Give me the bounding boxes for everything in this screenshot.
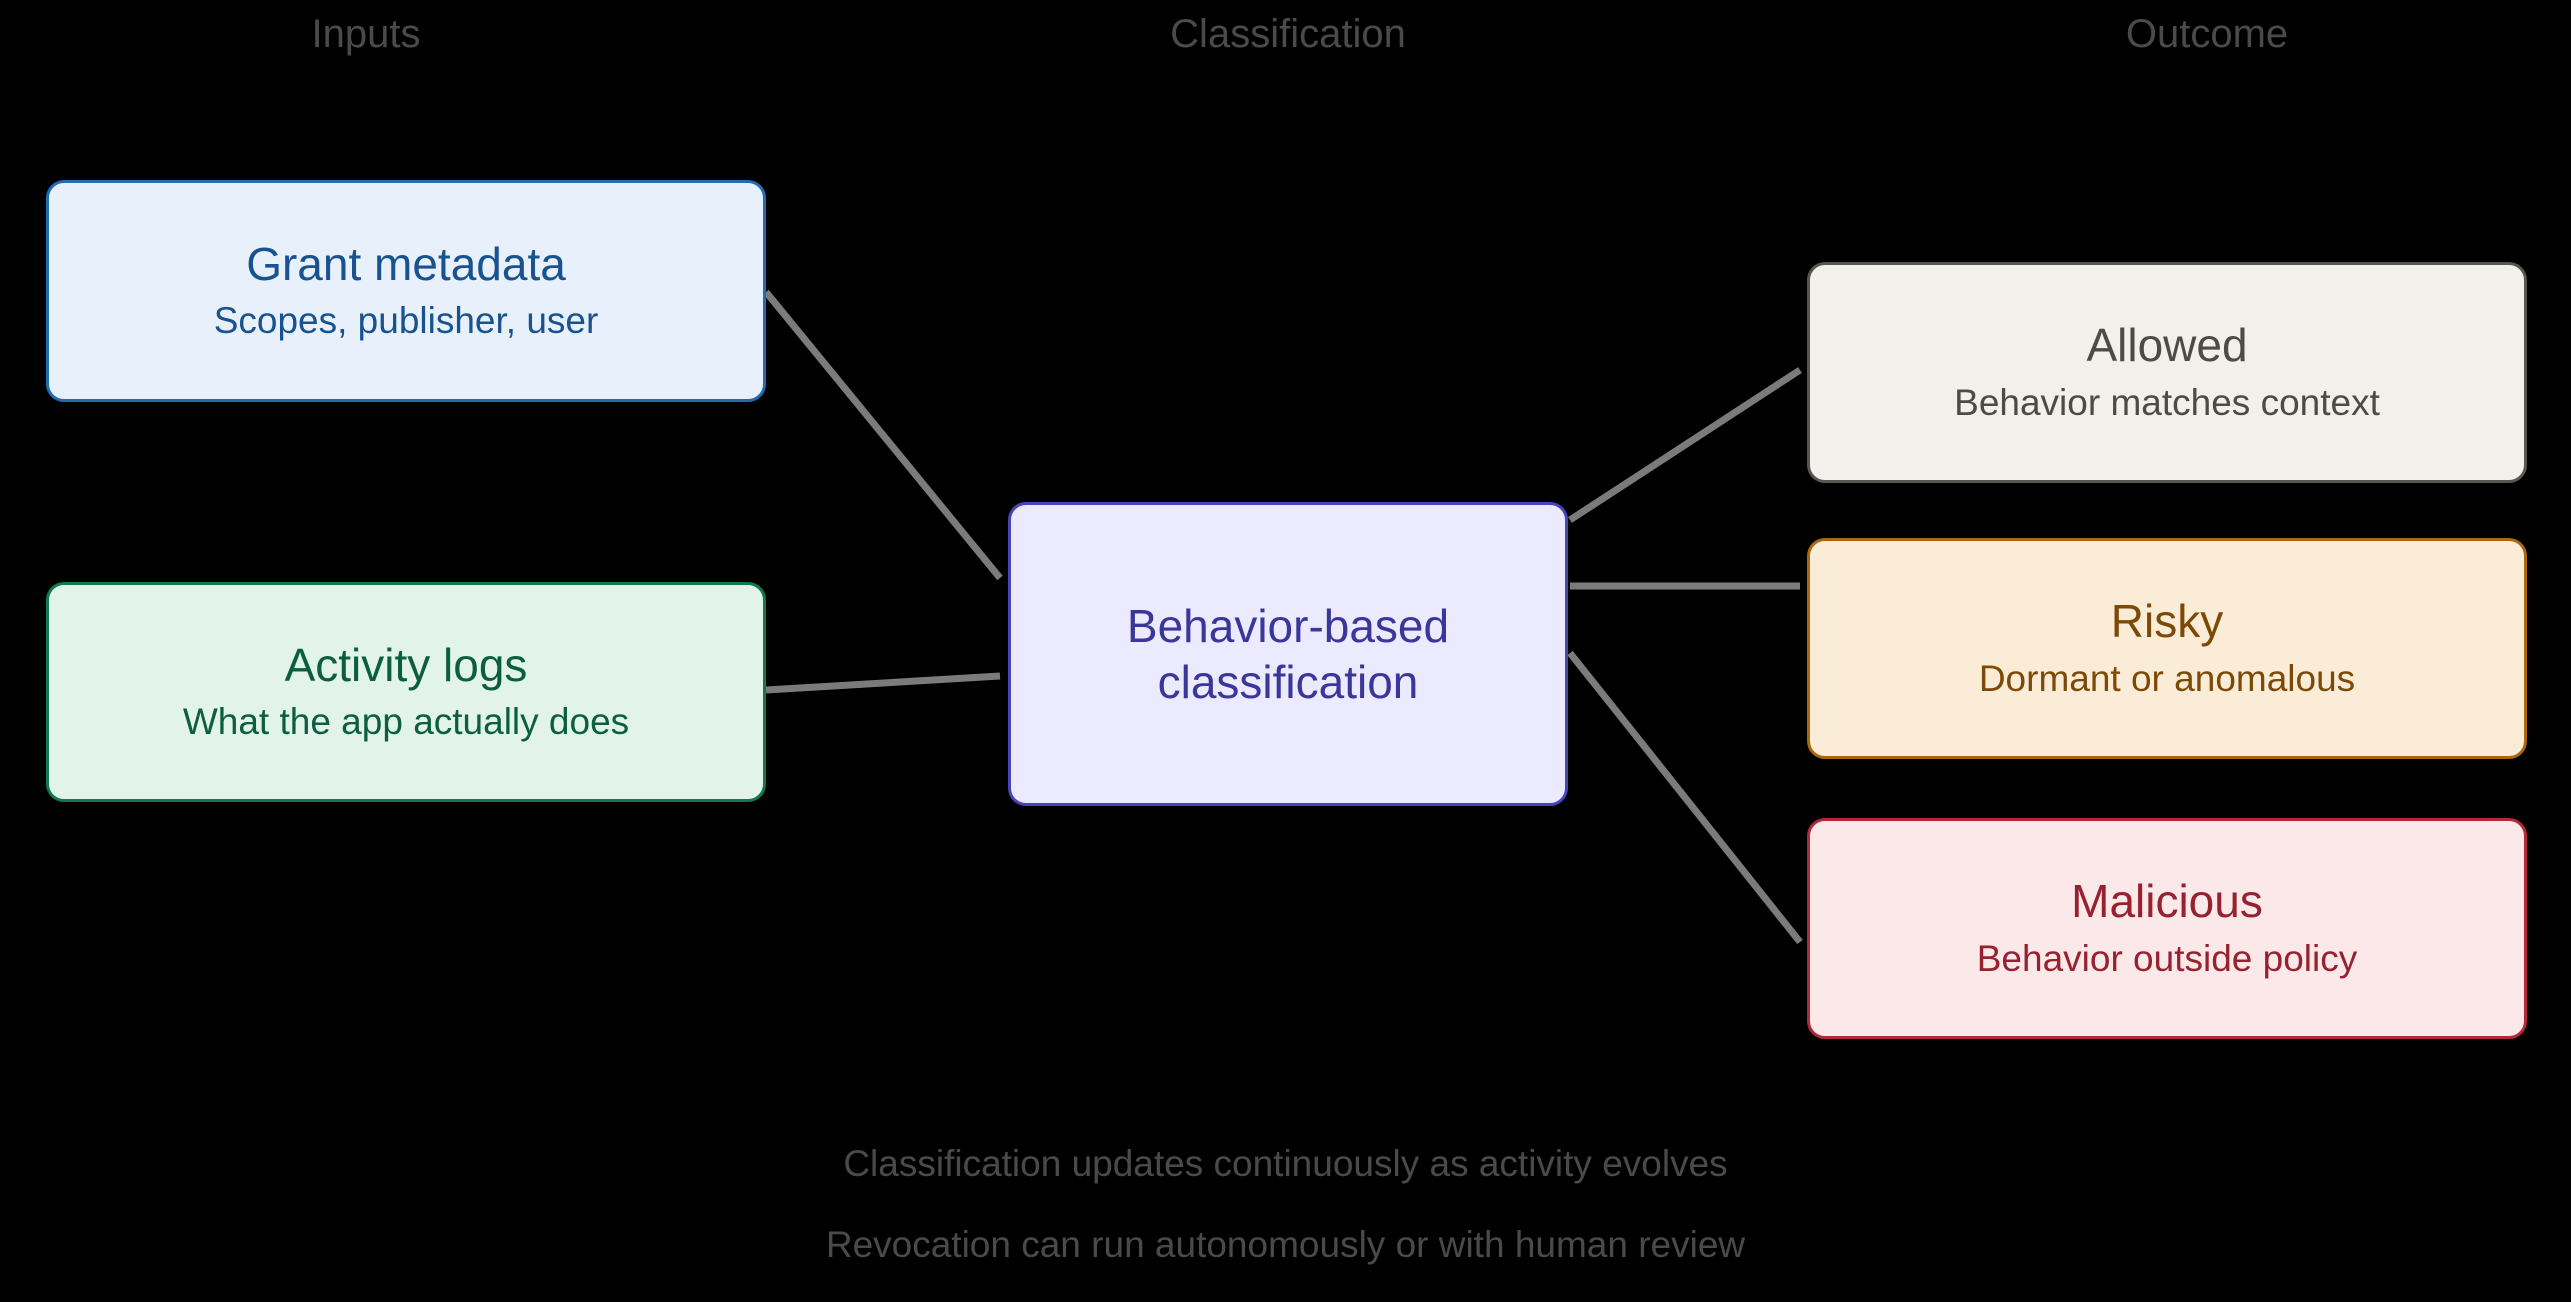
node-outcome-allowed-subtitle: Behavior matches context bbox=[1954, 381, 2380, 423]
node-activity-logs-subtitle: What the app actually does bbox=[182, 701, 630, 743]
node-activity-logs-title: Activity logs bbox=[284, 638, 528, 691]
node-activity-logs[interactable]: Activity logs What the app actually does bbox=[46, 582, 766, 802]
node-behavior-based-classification[interactable]: Behavior-based classification bbox=[1008, 502, 1568, 806]
node-outcome-malicious-title: Malicious bbox=[2071, 875, 2263, 928]
edge-classification-to-malicious bbox=[1567, 650, 1803, 945]
edge-grant-to-classification bbox=[763, 289, 1003, 581]
footer-note-revocation-mode: Revocation can run autonomously or with … bbox=[825, 1224, 1746, 1265]
node-grant-metadata[interactable]: Grant metadata Scopes, publisher, user bbox=[46, 180, 766, 402]
node-outcome-risky[interactable]: Risky Dormant or anomalous bbox=[1807, 538, 2527, 759]
node-outcome-allowed-title: Allowed bbox=[2086, 319, 2248, 372]
node-behavior-based-classification-title: Behavior-based classification bbox=[1126, 599, 1450, 708]
node-outcome-risky-title: Risky bbox=[2110, 595, 2224, 648]
node-grant-metadata-title: Grant metadata bbox=[246, 237, 566, 290]
node-outcome-risky-subtitle: Dormant or anomalous bbox=[1978, 657, 2356, 699]
footer-note-classification-updates: Classification updates continuously as a… bbox=[843, 1143, 1728, 1184]
edge-activity-to-classification bbox=[765, 672, 1001, 694]
node-outcome-allowed[interactable]: Allowed Behavior matches context bbox=[1807, 262, 2527, 483]
node-outcome-malicious[interactable]: Malicious Behavior outside policy bbox=[1807, 818, 2527, 1039]
node-grant-metadata-subtitle: Scopes, publisher, user bbox=[213, 300, 599, 342]
node-outcome-malicious-subtitle: Behavior outside policy bbox=[1976, 937, 2358, 979]
column-header-inputs: Inputs bbox=[311, 12, 421, 56]
edge-classification-to-allowed bbox=[1568, 367, 1802, 523]
column-header-classification: Classification bbox=[1170, 12, 1406, 56]
column-header-outcome: Outcome bbox=[2125, 12, 2289, 56]
